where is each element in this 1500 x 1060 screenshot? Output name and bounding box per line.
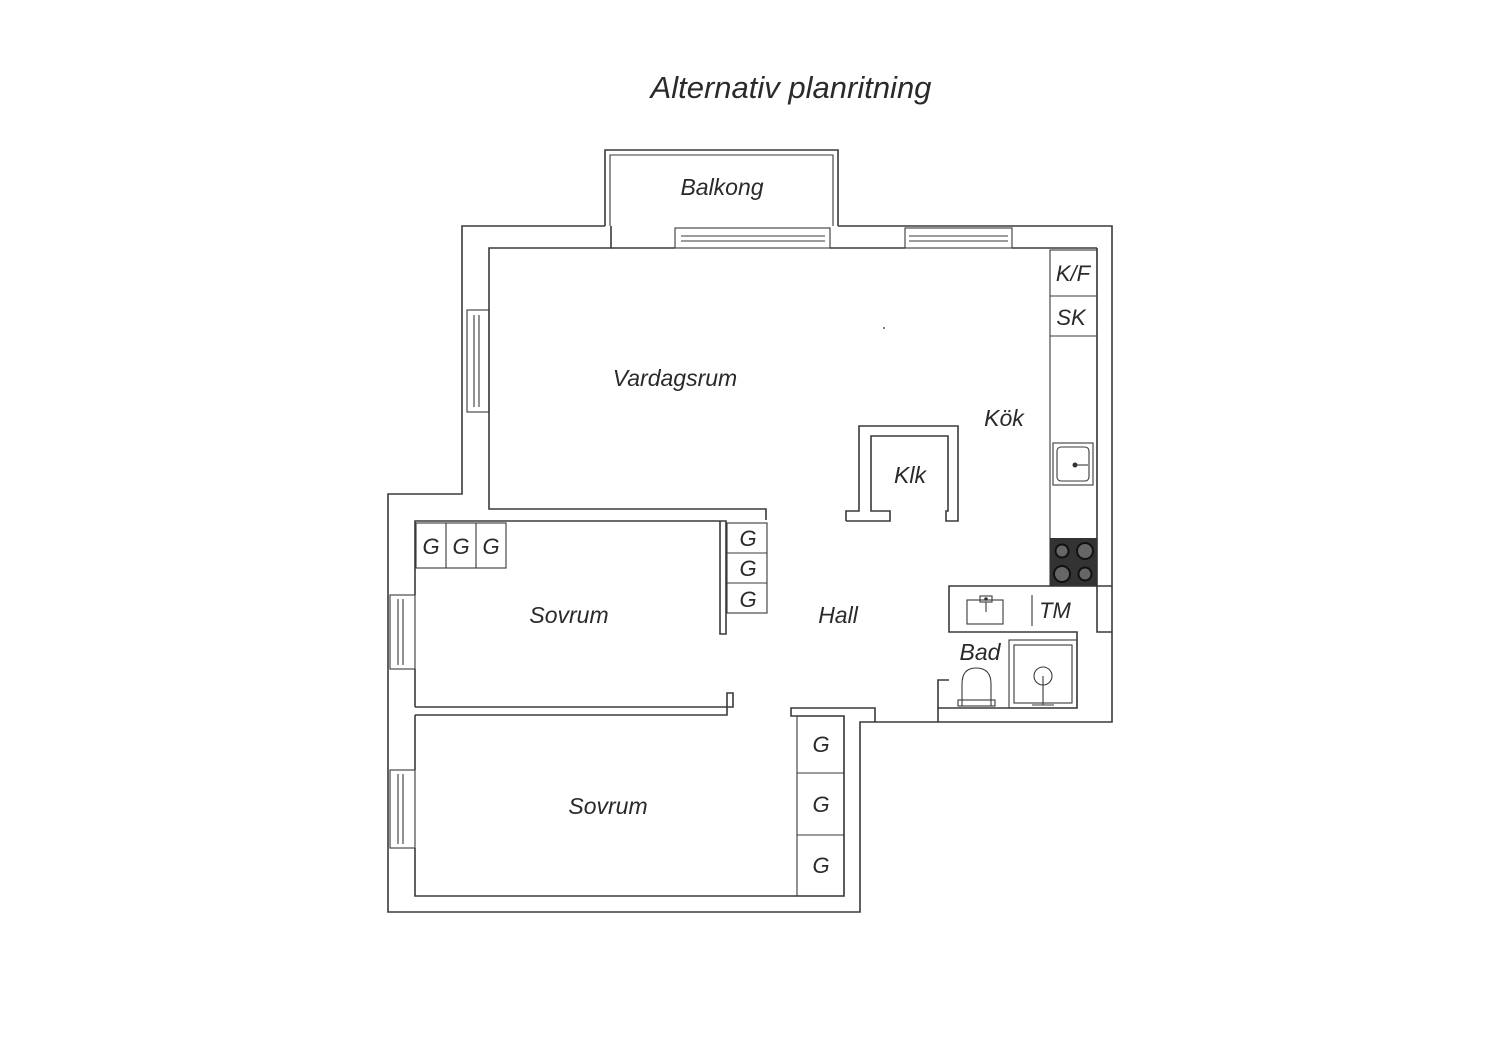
balcony [604,149,839,226]
room-label-living-room: Vardagsrum [613,365,737,391]
room-label-closet: Klk [894,462,927,488]
dot-marker [883,327,885,329]
wardrobe-label: G [812,853,829,878]
fixture-label-fridge-freezer: K/F [1056,261,1092,286]
room-label-hall: Hall [818,602,859,628]
fixture-label-cabinet: SK [1056,305,1087,330]
wardrobe-label: G [812,732,829,757]
kitchen-sink-icon [1052,442,1094,486]
windows [389,227,1013,849]
wardrobe-label: G [812,792,829,817]
room-label-bedroom-1: Sovrum [529,602,608,628]
plan-title: Alternativ planritning [649,70,932,105]
bathroom-walls [937,585,1097,722]
wardrobe-column-bedroom-2 [796,715,845,897]
washbasin-counter [966,595,1033,626]
kitchen-counter [1049,249,1098,587]
toilet-icon [957,667,996,707]
wardrobe-label: G [452,534,469,559]
wardrobe-label: G [739,556,756,581]
bedroom-1-walls [414,520,734,716]
fixture-label-washing-machine: TM [1039,598,1071,623]
room-label-bathroom: Bad [960,639,1002,665]
wardrobe-row-bedroom-1 [415,522,507,569]
wardrobe-column-hall [726,522,768,614]
shower-icon [1008,639,1078,709]
closet-walls [845,425,959,522]
stove-icon [1050,538,1097,586]
wardrobe-label: G [422,534,439,559]
room-label-balcony: Balkong [680,174,763,200]
room-label-bedroom-2: Sovrum [568,793,647,819]
wardrobe-label: G [739,587,756,612]
room-label-kitchen: Kök [984,405,1025,431]
wardrobe-label: G [739,526,756,551]
wardrobe-label: G [482,534,499,559]
